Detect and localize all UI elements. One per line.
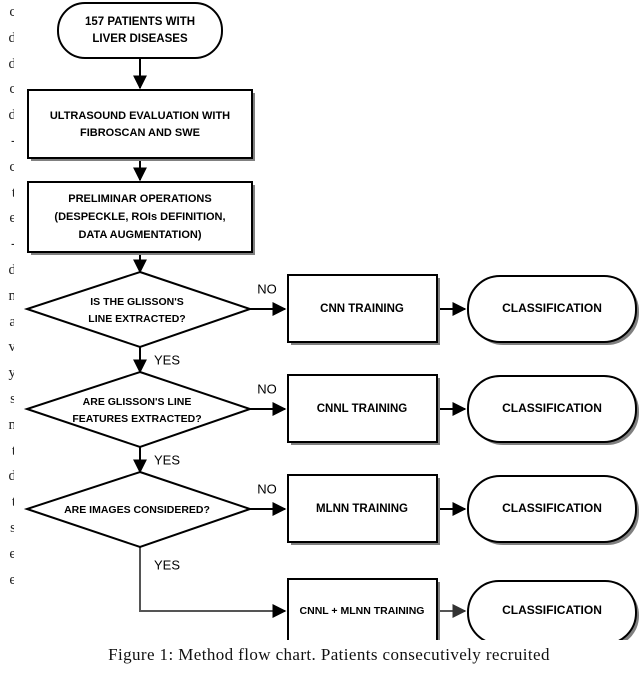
- node-ultrasound-evaluation[interactable]: ULTRASOUND EVALUATION WITH FIBROSCAN AND…: [27, 89, 255, 161]
- node-mlnn-training[interactable]: MLNN TRAINING: [287, 474, 440, 545]
- decision3-label: ARE IMAGES CONSIDERED?: [64, 504, 210, 516]
- combo-label: CNNL + MLNN TRAINING: [300, 605, 425, 617]
- node-start[interactable]: 157 PATIENTS WITH LIVER DISEASES: [57, 2, 223, 59]
- cnn-box-shape: [287, 274, 438, 343]
- classification4-label: CLASSIFICATION: [502, 603, 602, 617]
- preliminar-label-line3: DATA AUGMENTATION): [78, 229, 201, 241]
- connectors: [133, 58, 467, 618]
- decision3-no-label: NO: [257, 481, 277, 496]
- classification2-shape: [467, 375, 637, 443]
- node-decision-glisson-line-extracted[interactable]: IS THE GLISSON'S LINE EXTRACTED?: [23, 270, 254, 349]
- node-classification-4[interactable]: CLASSIFICATION: [467, 580, 639, 640]
- mlnn-label: MLNN TRAINING: [316, 503, 408, 515]
- decision1-diamond-shape: [23, 270, 254, 349]
- node-preliminar-operations[interactable]: PRELIMINAR OPERATIONS (DESPECKLE, ROIs D…: [27, 181, 255, 255]
- decision2-yes-label: YES: [154, 452, 180, 467]
- decision2-label-line1: ARE GLISSON'S LINE: [83, 396, 192, 408]
- left-margin-glyphs: c d d c d - c t e - d n a v y s n t d t …: [8, 4, 15, 588]
- classification3-label: CLASSIFICATION: [502, 501, 602, 515]
- preliminar-box-shape: [27, 181, 253, 253]
- combo-box-shape: [287, 578, 438, 640]
- decision2-label-line2: FEATURES EXTRACTED?: [72, 413, 201, 425]
- cnn-label: CNN TRAINING: [320, 303, 404, 315]
- classification2-label: CLASSIFICATION: [502, 401, 602, 415]
- decision1-no-label: NO: [257, 281, 277, 296]
- preliminar-label-line1: PRELIMINAR OPERATIONS: [68, 193, 211, 205]
- ultrasound-label-line2: FIBROSCAN AND SWE: [80, 127, 200, 139]
- decision3-yes-label: YES: [154, 557, 180, 572]
- node-cnnl-plus-mlnn-training[interactable]: CNNL + MLNN TRAINING: [287, 578, 440, 640]
- figure-caption-text: Figure 1: Method flow chart. Patients co…: [108, 645, 550, 664]
- decision3-diamond-shape: [23, 470, 254, 549]
- classification1-shape: [467, 275, 637, 343]
- classification4-shape: [467, 580, 637, 640]
- classification1-label: CLASSIFICATION: [502, 301, 602, 315]
- flowchart: 157 PATIENTS WITH LIVER DISEASES ULTRASO…: [23, 2, 639, 640]
- node-cnn-training[interactable]: CNN TRAINING: [287, 274, 440, 345]
- mlnn-box-shape: [287, 474, 438, 543]
- preliminar-label-line2: (DESPECKLE, ROIs DEFINITION,: [54, 211, 225, 223]
- start-label-line2: LIVER DISEASES: [92, 33, 188, 45]
- decision2-no-label: NO: [257, 381, 277, 396]
- classification3-shape: [467, 475, 637, 543]
- decision1-label-line2: LINE EXTRACTED?: [88, 313, 185, 325]
- left-margin-text-fragment: c d d c d - c t e - d n a v y s n t d t …: [0, 0, 15, 645]
- cnnl-box-shape: [287, 374, 438, 443]
- decision1-yes-label: YES: [154, 352, 180, 367]
- start-terminator-shape: [57, 2, 223, 59]
- node-classification-3[interactable]: CLASSIFICATION: [467, 475, 639, 545]
- ultrasound-box-shape: [27, 89, 253, 159]
- edge-decision3-yes-to-combo: [139, 547, 287, 618]
- figure-caption: Figure 1: Method flow chart. Patients co…: [0, 645, 640, 673]
- node-classification-2[interactable]: CLASSIFICATION: [467, 375, 639, 445]
- node-decision-are-images-considered[interactable]: ARE IMAGES CONSIDERED?: [23, 470, 254, 549]
- node-classification-1[interactable]: CLASSIFICATION: [467, 275, 639, 345]
- cnnl-label: CNNL TRAINING: [317, 403, 408, 415]
- start-label-line1: 157 PATIENTS WITH: [85, 16, 195, 28]
- node-cnnl-training[interactable]: CNNL TRAINING: [287, 374, 440, 445]
- decision1-label-line1: IS THE GLISSON'S: [90, 296, 184, 308]
- ultrasound-label-line1: ULTRASOUND EVALUATION WITH: [50, 110, 230, 122]
- decision2-diamond-shape: [23, 370, 254, 449]
- node-decision-glisson-features-extracted[interactable]: ARE GLISSON'S LINE FEATURES EXTRACTED?: [23, 370, 254, 449]
